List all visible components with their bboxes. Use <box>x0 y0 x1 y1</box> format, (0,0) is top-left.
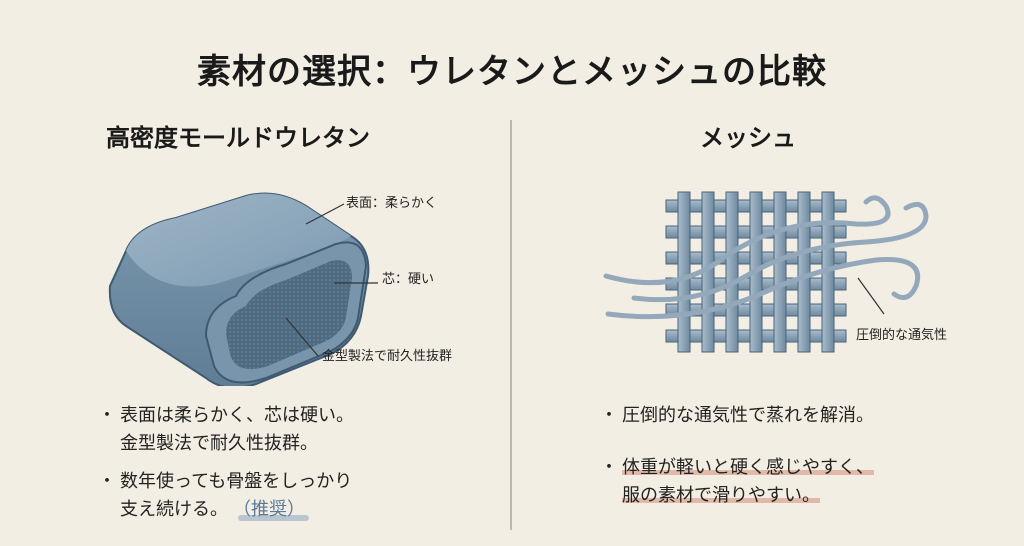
recommended-badge: （推奨） <box>242 499 305 520</box>
core-label: 芯：硬い <box>382 272 435 287</box>
bullet-item: ・ 数年使っても骨盤をしっかり 支え続ける。 （推奨） <box>98 468 354 524</box>
urethane-bullets: ・ 表面は柔らかく、芯は硬い。 金型製法で耐久性抜群。 ・ 数年使っても骨盤をし… <box>98 402 354 534</box>
mold-label: 金型製法で耐久性抜群 <box>322 349 453 364</box>
page-title: 素材の選択：ウレタンとメッシュの比較 <box>197 52 827 92</box>
mesh-bullets: ・ 圧倒的な通気性で蒸れを解消。 ・ 体重が軽いと硬く感じやすく、 服の素材で滑… <box>600 402 874 520</box>
bullet-marker: ・ <box>98 405 116 426</box>
bullet-text: 表面は柔らかく、芯は硬い。 <box>120 405 354 426</box>
bullet-marker: ・ <box>600 457 618 478</box>
urethane-cushion-illustration <box>108 192 378 386</box>
airflow-label: 圧倒的な通気性 <box>856 328 948 343</box>
bullet-item-warning: ・ 体重が軽いと硬く感じやすく、 服の素材で滑りやすい。 <box>600 454 874 510</box>
bullet-item: ・ 表面は柔らかく、芯は硬い。 金型製法で耐久性抜群。 <box>98 402 354 458</box>
column-divider <box>510 120 512 530</box>
bullet-text: 支え続ける。 <box>120 499 228 520</box>
bullet-marker: ・ <box>600 405 618 426</box>
bullet-text: 金型製法で耐久性抜群。 <box>120 433 318 454</box>
urethane-heading: 高密度モールドウレタン <box>106 123 370 152</box>
surface-label: 表面：柔らかく <box>346 196 438 211</box>
mesh-heading: メッシュ <box>700 123 796 152</box>
bullet-item: ・ 圧倒的な通気性で蒸れを解消。 <box>600 402 874 430</box>
bullet-text: 数年使っても骨盤をしっかり <box>120 471 353 492</box>
highlighted-text: 服の素材で滑りやすい。 <box>622 485 820 506</box>
bullet-marker: ・ <box>98 471 116 492</box>
mesh-weave-illustration <box>603 191 929 353</box>
bullet-text: 圧倒的な通気性で蒸れを解消。 <box>622 405 874 426</box>
highlighted-text: 体重が軽いと硬く感じやすく、 <box>622 457 874 478</box>
